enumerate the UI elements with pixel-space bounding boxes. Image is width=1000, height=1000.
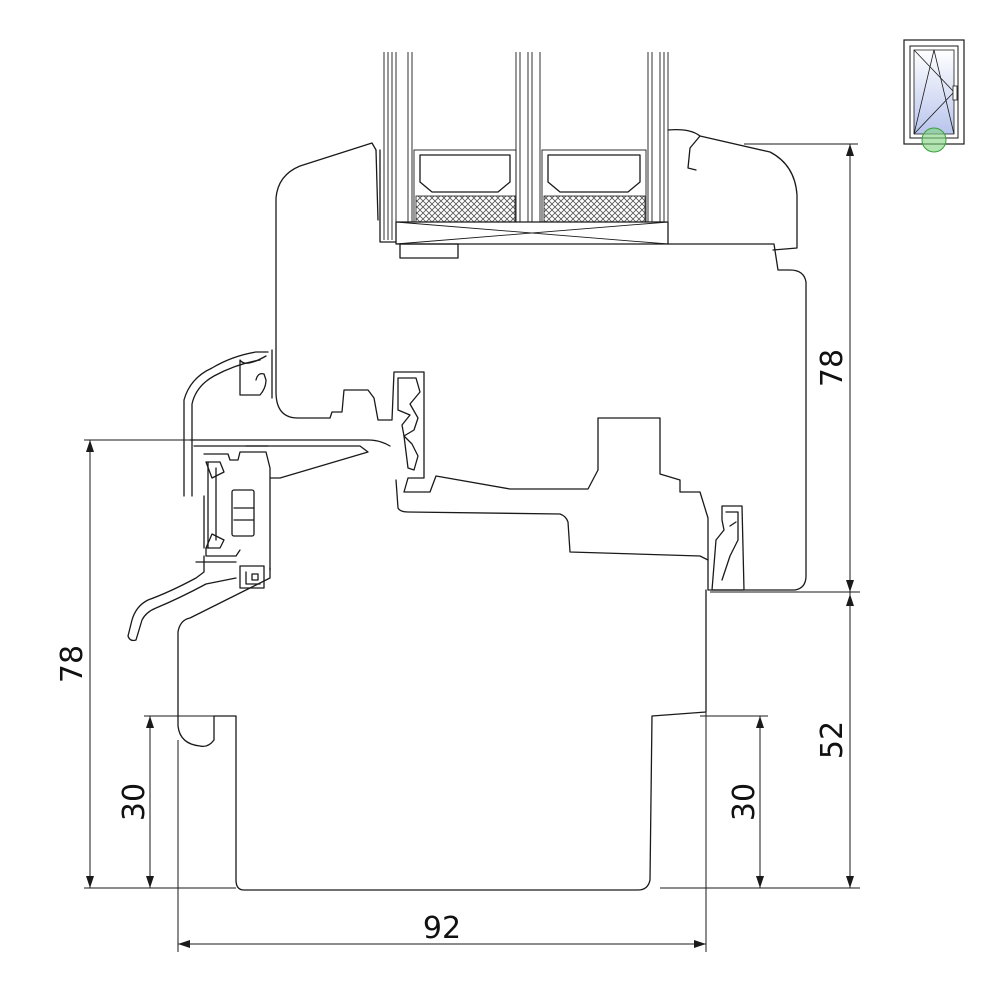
dim-frame-height-left: 78 [55, 645, 90, 683]
dim-rebate-right: 30 [727, 783, 762, 821]
glazing-unit [383, 52, 669, 259]
dim-sash-height: 78 [815, 349, 850, 387]
tilt-turn-window-icon [903, 39, 965, 153]
dim-frame-width: 92 [423, 911, 461, 946]
dimension-lines [84, 143, 860, 952]
dim-frame-bottom-right: 52 [815, 721, 850, 759]
sash-profile [239, 128, 807, 591]
dim-rebate-left: 30 [117, 783, 152, 821]
frame-profile [127, 351, 707, 891]
